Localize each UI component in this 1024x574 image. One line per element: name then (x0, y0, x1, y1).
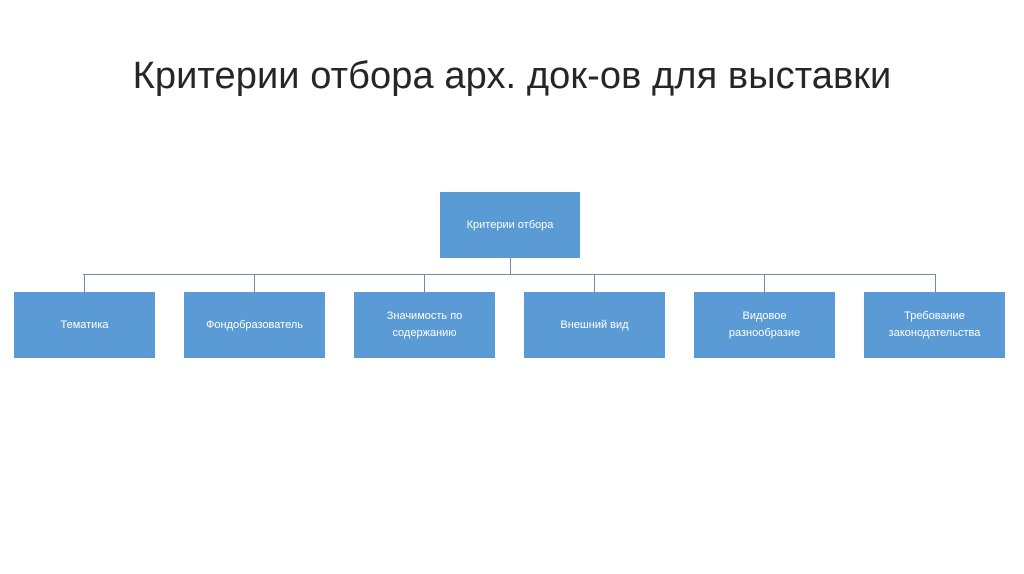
connector-trunk-bar (83, 274, 936, 275)
connector-drop-3 (424, 274, 425, 292)
connector-drop-4 (594, 274, 595, 292)
org-node-child-2-label: Фондобразователь (206, 318, 303, 331)
org-node-child-2[interactable]: Фондобразователь (184, 292, 325, 358)
org-node-root[interactable]: Критерии отбора (440, 192, 580, 258)
org-node-child-4-label: Внешний вид (560, 318, 629, 331)
connector-root-stem (510, 258, 511, 275)
connector-drop-5 (764, 274, 765, 292)
org-node-child-5-label: Видовое разнообразие (728, 310, 801, 339)
org-node-root-label: Критерии отбора (466, 218, 554, 231)
org-node-child-1-label: Тематика (60, 318, 109, 331)
connector-drop-6 (935, 274, 936, 292)
org-node-child-6[interactable]: Требование законодательства (864, 292, 1005, 358)
org-node-child-5[interactable]: Видовое разнообразие (694, 292, 835, 358)
org-node-child-1[interactable]: Тематика (14, 292, 155, 358)
org-node-child-6-label: Требование законодательства (888, 310, 981, 339)
org-node-child-3[interactable]: Значимость по содержанию (354, 292, 495, 358)
page-title: Критерии отбора арх. док-ов для выставки (132, 55, 892, 97)
org-node-child-4[interactable]: Внешний вид (524, 292, 665, 358)
org-node-child-3-label: Значимость по содержанию (386, 310, 463, 339)
connector-drop-2 (254, 274, 255, 292)
connector-drop-1 (84, 274, 85, 292)
